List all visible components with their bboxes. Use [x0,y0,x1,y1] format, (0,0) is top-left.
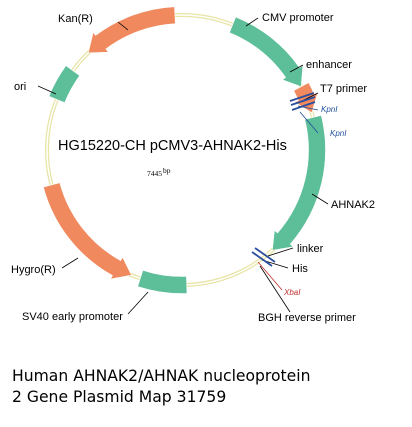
label-cmv: CMV promoter [262,12,334,24]
label-kan: Kan(R) [58,13,93,25]
leader-xba1 [257,261,283,291]
label-linker: linker [297,243,324,255]
leader-ahnak2 [311,193,329,205]
segment-ahnak2 [271,114,326,251]
leader-enhancer [289,64,304,73]
leader-kan [117,21,129,31]
plasmid-size-unit: bp [163,166,171,175]
kpn1-mark [291,101,316,111]
plasmid-size: 7445bp [147,166,171,178]
segment-hygro [43,182,132,280]
label-sv40: SV40 early promoter [22,311,123,323]
leader-hygro [61,257,79,269]
plasmid-name: HG15220-CH pCMV3-AHNAK2-His [58,138,287,154]
plasmid-size-value: 7445 [147,169,162,178]
leader-kpn1-b [299,111,319,134]
his-mark-1 [251,251,273,267]
segment-cmv-promoter [228,16,304,88]
his-mark-2 [254,247,276,263]
label-kpn1-a: KpnI [321,105,338,114]
map-caption: Human AHNAK2/AHNAK nucleoprotein 2 Gene … [12,366,407,408]
caption-line-1: Human AHNAK2/AHNAK nucleoprotein [12,367,311,385]
t7-primer-mark-2 [290,96,316,106]
segment-kan [87,6,176,54]
segment-ori [48,65,81,104]
label-his: His [292,263,308,275]
plasmid-map: Kan(R) CMV promoter enhancer T7 primer o… [11,6,375,324]
leader-ori [37,85,57,95]
leader-bgh [259,265,291,313]
leader-sv40 [127,291,149,315]
label-enhancer: enhancer [306,59,352,71]
label-ahnak2: AHNAK2 [331,199,375,211]
label-kpn1-b: KpnI [330,129,347,138]
segment-enhancer [293,82,319,114]
caption-line-2: 2 Gene Plasmid Map 31759 [12,388,227,406]
segment-sv40-promoter [137,269,188,294]
leader-linker [267,247,294,257]
label-t7: T7 primer [320,83,367,95]
label-xba1: XbaI [283,288,301,297]
label-hygro: Hygro(R) [11,264,56,276]
t7-primer-mark-1 [289,92,315,102]
leader-cmv [245,17,259,27]
label-bgh: BGH reverse primer [258,312,356,324]
label-ori: ori [14,81,26,93]
